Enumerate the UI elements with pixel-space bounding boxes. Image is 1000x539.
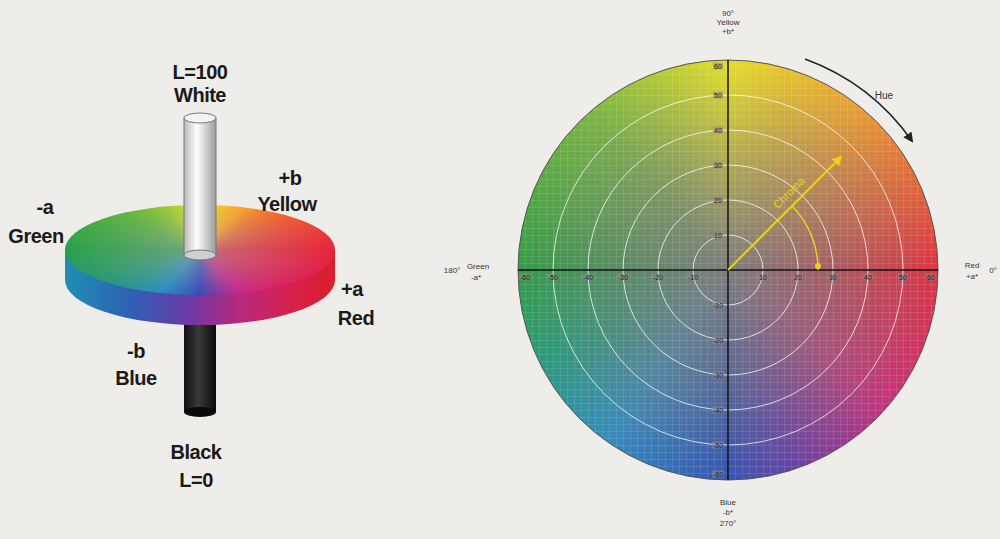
hue-label: Hue	[875, 91, 893, 101]
axis-label: Blue	[115, 368, 156, 388]
angle-label: 270°	[720, 520, 737, 528]
axis-label: +a	[341, 279, 363, 299]
tick-label: 20	[793, 274, 803, 281]
angle-label: 0°	[989, 267, 997, 275]
axis-label: -b*	[723, 509, 733, 517]
tick-label: -10	[712, 302, 724, 309]
tick-label: 30	[713, 162, 723, 169]
axis-label: -a	[37, 197, 54, 217]
tick-label: -10	[687, 274, 699, 281]
axis-label: +b	[279, 168, 302, 188]
tick-label: -40	[712, 407, 724, 414]
angle-label: 90°	[722, 10, 734, 18]
tick-label: -50	[547, 274, 559, 281]
axis-label: Red	[965, 262, 980, 270]
axis-label: Green	[467, 263, 489, 271]
axis-label: Red	[338, 308, 374, 328]
tick-label: -60	[519, 274, 531, 281]
axis-label: White	[174, 85, 226, 105]
axis-label: L=100	[173, 62, 228, 82]
tick-label: -30	[712, 372, 724, 379]
axis-label: -a*	[471, 274, 481, 282]
tick-label: 40	[863, 274, 873, 281]
axis-label: +a*	[966, 273, 978, 281]
tick-label: 50	[713, 92, 723, 99]
tick-label: 60	[926, 274, 936, 281]
tick-label: -60	[712, 471, 724, 478]
tick-label: -40	[582, 274, 594, 281]
axis-label: Black	[171, 442, 222, 462]
axis-label: Green	[8, 226, 63, 246]
tick-label: 50	[898, 274, 908, 281]
axis-label: -b	[127, 341, 145, 361]
axis-label: Yellow	[257, 194, 316, 214]
angle-label: 180°	[444, 267, 461, 275]
tick-label: -50	[712, 442, 724, 449]
axis-label: Blue	[720, 499, 736, 507]
tick-label: 30	[828, 274, 838, 281]
tick-label: 40	[713, 127, 723, 134]
axis-label: +b*	[722, 28, 734, 36]
tick-label: 20	[713, 197, 723, 204]
tick-label: -20	[712, 337, 724, 344]
tick-label: 10	[758, 274, 768, 281]
tick-label: 10	[713, 232, 723, 239]
tick-label: 60	[713, 63, 723, 70]
tick-label: -20	[652, 274, 664, 281]
axis-label: Yellow	[717, 19, 740, 27]
axis-label: L=0	[179, 470, 213, 490]
tick-label: -30	[617, 274, 629, 281]
